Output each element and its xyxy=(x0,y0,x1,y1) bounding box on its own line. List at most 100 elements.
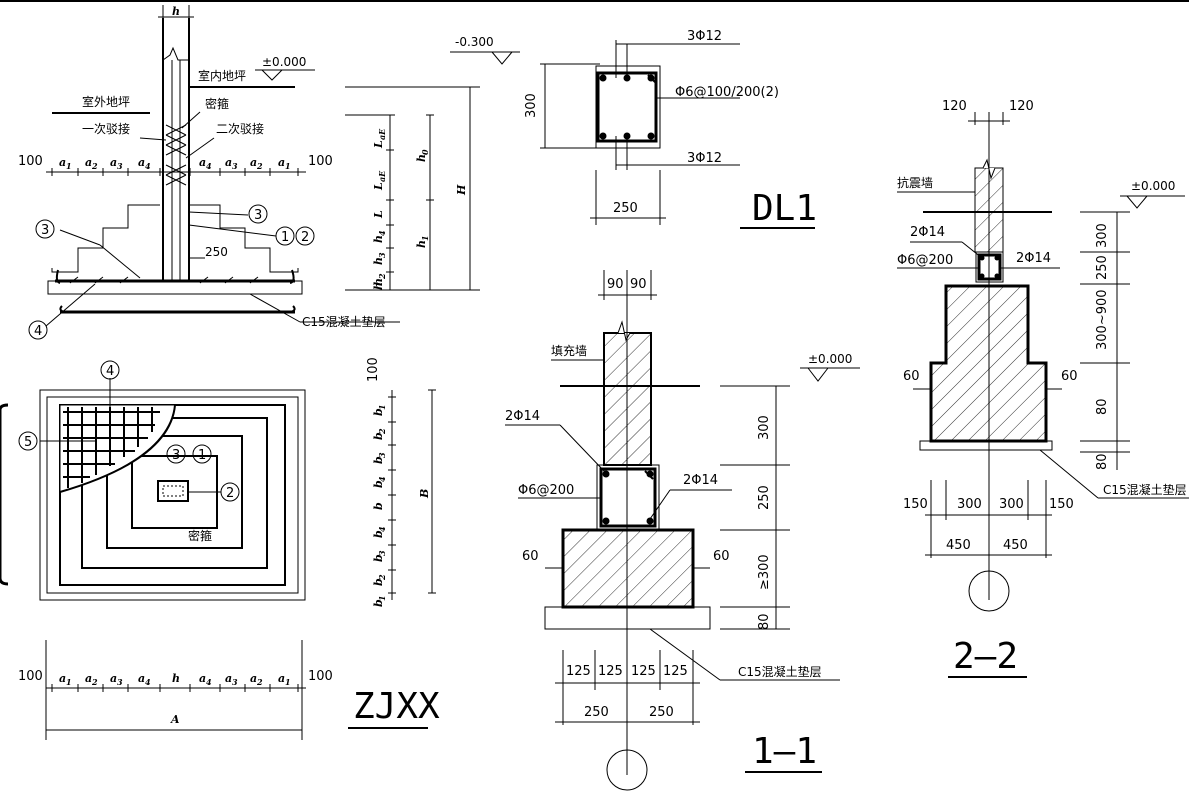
svg-text:2: 2 xyxy=(301,230,309,245)
section-1-1: 90 90 填充墙 ±0.000 2Φ14 Φ6@200 2Φ14 60 60 xyxy=(505,270,860,791)
plan-callout-5 xyxy=(18,431,38,451)
svg-text:h: h xyxy=(372,278,385,286)
svg-text:100: 100 xyxy=(18,154,43,169)
dim-250: 250 xyxy=(205,245,228,259)
svg-text:80: 80 xyxy=(757,613,772,630)
svg-text:120: 120 xyxy=(942,99,967,114)
svg-text:b: b xyxy=(372,502,385,510)
svg-text:3: 3 xyxy=(377,452,387,458)
svg-text:250: 250 xyxy=(613,201,638,216)
svg-text:125: 125 xyxy=(663,664,688,679)
dl1-top-bars: 3Φ12 xyxy=(687,29,722,44)
svg-text:125: 125 xyxy=(631,664,656,679)
svg-text:h: h xyxy=(372,282,385,290)
sec22-title: 2—2 xyxy=(953,636,1018,677)
svg-text:3: 3 xyxy=(232,161,238,171)
svg-text:a: a xyxy=(59,672,66,685)
sec22-stirrups: Φ6@200 xyxy=(897,253,953,268)
svg-text:250: 250 xyxy=(1095,255,1110,280)
svg-text:b: b xyxy=(372,480,385,488)
dl1-title: DL1 xyxy=(752,188,817,229)
svg-text:90: 90 xyxy=(607,277,624,292)
svg-text:2: 2 xyxy=(91,161,98,171)
svg-text:b: b xyxy=(372,599,385,607)
svg-text:1: 1 xyxy=(377,595,387,601)
sec11-stirrups: Φ6@200 xyxy=(518,483,574,498)
callout-4 xyxy=(28,320,48,340)
dl1-elevation: -0.300 xyxy=(455,35,494,49)
dl1-section: -0.300 300 3Φ12 Φ6@100/200(2) 3Φ12 250 D… xyxy=(450,29,817,229)
section-2-2: 120 120 抗震墙 ±0.000 2Φ14 Φ6@200 2Φ14 60 6… xyxy=(897,99,1189,678)
svg-text:4: 4 xyxy=(145,677,151,687)
svg-text:450: 450 xyxy=(946,538,971,553)
zjxx-elevation-label: ±0.000 xyxy=(262,55,306,69)
svg-text:100: 100 xyxy=(366,357,381,382)
svg-text:L: L xyxy=(372,182,385,191)
svg-text:h: h xyxy=(415,240,428,248)
plan-callout-1 xyxy=(192,444,212,464)
zjxx-cushion-label: C15混凝土垫层 xyxy=(302,314,386,329)
svg-text:4: 4 xyxy=(206,161,212,171)
svg-text:a: a xyxy=(278,156,285,169)
svg-text:4: 4 xyxy=(106,364,114,379)
svg-text:3: 3 xyxy=(41,223,49,238)
svg-text:125: 125 xyxy=(566,664,591,679)
svg-text:L: L xyxy=(372,140,385,149)
svg-text:1: 1 xyxy=(285,161,291,171)
svg-text:a: a xyxy=(250,672,257,685)
svg-text:125: 125 xyxy=(598,664,623,679)
svg-text:2: 2 xyxy=(377,273,387,280)
svg-text:2: 2 xyxy=(226,486,234,501)
svg-text:100: 100 xyxy=(18,669,43,684)
outdoor-floor-label: 室外地坪 xyxy=(82,94,130,109)
svg-text:a: a xyxy=(138,156,145,169)
callout-3-left xyxy=(35,219,55,239)
svg-text:300~900: 300~900 xyxy=(1095,289,1110,350)
svg-text:≥300: ≥300 xyxy=(757,554,772,590)
svg-text:h: h xyxy=(372,257,385,265)
svg-text:1: 1 xyxy=(198,448,206,463)
svg-text:a: a xyxy=(250,156,257,169)
column-width-label: h xyxy=(172,5,180,18)
svg-text:300: 300 xyxy=(524,93,539,118)
svg-text:aE: aE xyxy=(377,170,387,182)
svg-text:300: 300 xyxy=(757,415,772,440)
sec22-wall-label: 抗震墙 xyxy=(897,175,933,190)
svg-text:60: 60 xyxy=(1061,369,1078,384)
svg-text:250: 250 xyxy=(649,705,674,720)
svg-text:100: 100 xyxy=(308,669,333,684)
sec22-cushion: C15混凝土垫层 xyxy=(1103,482,1187,497)
svg-text:300: 300 xyxy=(957,497,982,512)
svg-text:120: 120 xyxy=(1009,99,1034,114)
svg-text:b: b xyxy=(372,432,385,440)
svg-text:90: 90 xyxy=(630,277,647,292)
zjxx-elevation: h ±0.000 室内地坪 室外地坪 密箍 一次驳接 二次驳接 250 xyxy=(18,5,480,340)
svg-text:300: 300 xyxy=(999,497,1024,512)
svg-text:3: 3 xyxy=(377,252,387,258)
callout-2 xyxy=(295,226,315,246)
svg-text:a: a xyxy=(85,156,92,169)
svg-text:300: 300 xyxy=(1095,223,1110,248)
svg-text:250: 250 xyxy=(584,705,609,720)
svg-text:b: b xyxy=(372,456,385,464)
dl1-bottom-bars: 3Φ12 xyxy=(687,151,722,166)
sec22-bars-top: 2Φ14 xyxy=(910,225,945,240)
svg-text:100: 100 xyxy=(308,154,333,169)
sec22-axis-bubble xyxy=(968,570,1010,612)
svg-text:4: 4 xyxy=(377,476,387,482)
first-splice-label: 一次驳接 xyxy=(82,121,130,136)
svg-text:3: 3 xyxy=(117,161,123,171)
plan-callout-4 xyxy=(100,360,120,380)
svg-text:3: 3 xyxy=(172,448,180,463)
svg-text:3: 3 xyxy=(232,677,238,687)
sec22-bars-right: 2Φ14 xyxy=(1016,251,1051,266)
svg-text:4: 4 xyxy=(206,677,212,687)
svg-text:3: 3 xyxy=(377,550,387,556)
sec11-title: 1—1 xyxy=(752,731,817,772)
svg-text:250: 250 xyxy=(757,485,772,510)
svg-text:4: 4 xyxy=(34,324,42,339)
svg-text:a: a xyxy=(225,156,232,169)
svg-text:a: a xyxy=(110,672,117,685)
svg-text:b: b xyxy=(372,578,385,586)
